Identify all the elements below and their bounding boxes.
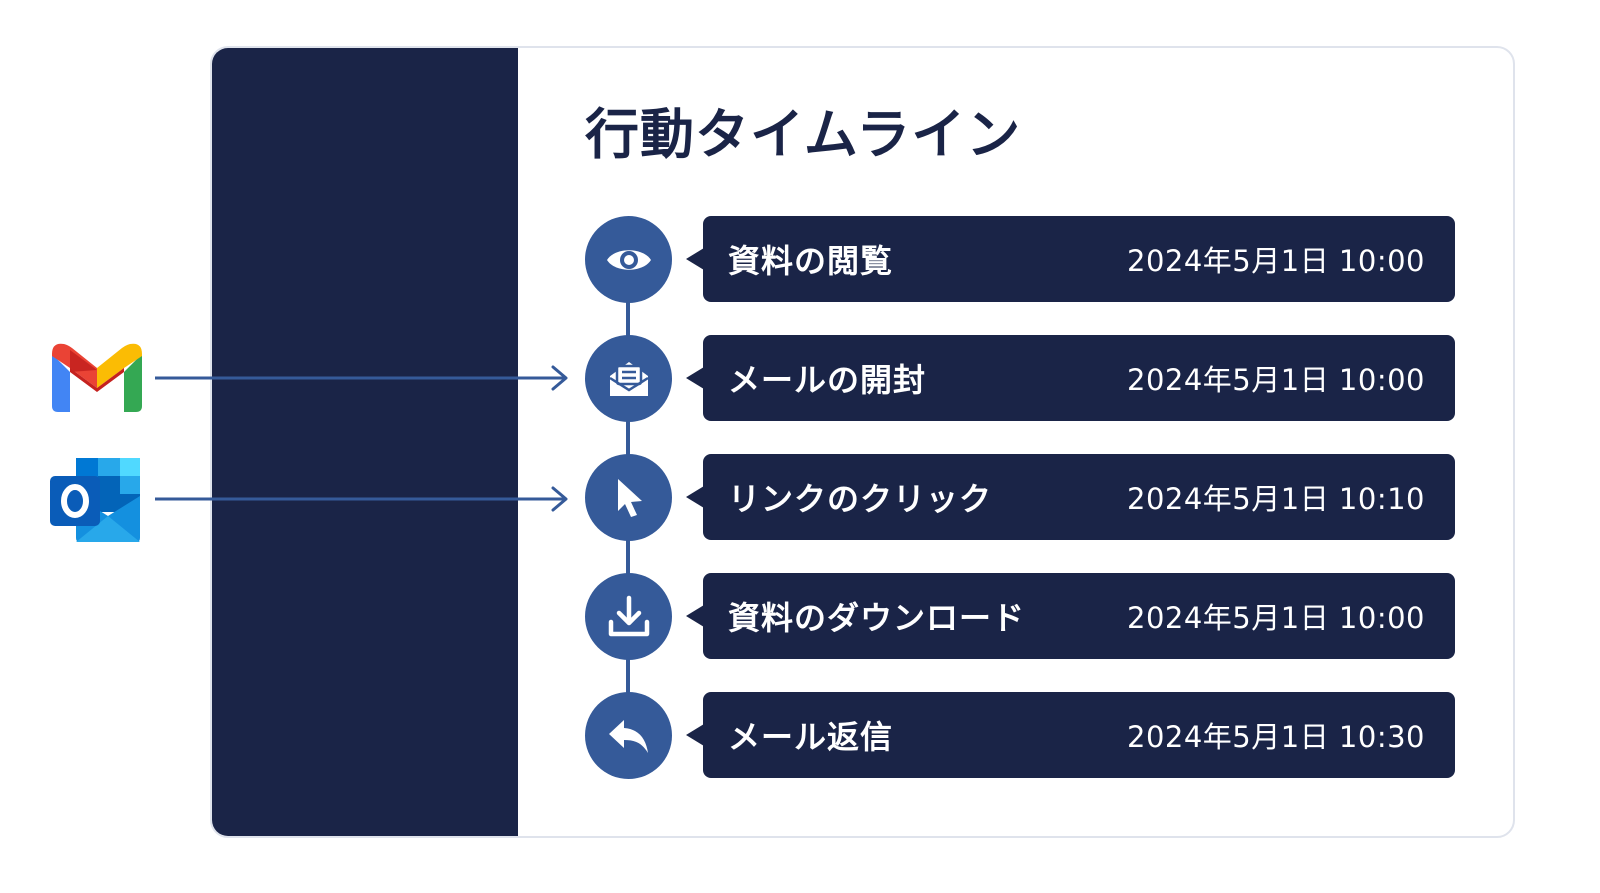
page-title: 行動タイムライン bbox=[585, 103, 1022, 166]
event-timestamp: 2024年5月1日 10:00 bbox=[1127, 601, 1425, 635]
event-label: メール返信 bbox=[728, 718, 894, 756]
timeline-node-reply bbox=[585, 692, 672, 779]
event-label: 資料のダウンロード bbox=[728, 599, 1026, 637]
outlook-logo-icon bbox=[50, 458, 140, 542]
eye-icon bbox=[606, 249, 651, 270]
event-timestamp: 2024年5月1日 10:00 bbox=[1127, 244, 1425, 278]
gmail-source-arrow bbox=[155, 365, 568, 391]
navy-sidebar-panel bbox=[212, 48, 518, 836]
timeline-node-click bbox=[585, 454, 672, 541]
event-timestamp: 2024年5月1日 10:10 bbox=[1127, 482, 1425, 516]
event-timestamp: 2024年5月1日 10:30 bbox=[1127, 720, 1425, 754]
bar-pointer bbox=[686, 605, 704, 627]
cursor-icon bbox=[617, 478, 642, 517]
event-label: リンクのクリック bbox=[728, 480, 993, 518]
timeline-event-download[interactable]: 資料のダウンロード 2024年5月1日 10:00 bbox=[703, 573, 1455, 659]
outlook-source-arrow bbox=[155, 486, 568, 512]
bar-pointer bbox=[686, 724, 704, 746]
timeline-event-click[interactable]: リンクのクリック 2024年5月1日 10:10 bbox=[703, 454, 1455, 540]
timeline-event-view[interactable]: 資料の閲覧 2024年5月1日 10:00 bbox=[703, 216, 1455, 302]
open-envelope-icon bbox=[608, 361, 649, 396]
event-label: メールの開封 bbox=[728, 361, 927, 399]
event-timestamp: 2024年5月1日 10:00 bbox=[1127, 363, 1425, 397]
bar-pointer bbox=[686, 248, 704, 270]
reply-icon bbox=[608, 719, 648, 753]
timeline-node-download bbox=[585, 573, 672, 660]
download-icon bbox=[608, 595, 649, 636]
event-label: 資料の閲覧 bbox=[728, 242, 894, 280]
timeline-node-view bbox=[585, 216, 672, 303]
timeline-event-open[interactable]: メールの開封 2024年5月1日 10:00 bbox=[703, 335, 1455, 421]
gmail-logo-icon bbox=[52, 343, 142, 412]
bar-pointer bbox=[686, 486, 704, 508]
timeline-node-open bbox=[585, 335, 672, 422]
timeline-event-reply[interactable]: メール返信 2024年5月1日 10:30 bbox=[703, 692, 1455, 778]
bar-pointer bbox=[686, 367, 704, 389]
